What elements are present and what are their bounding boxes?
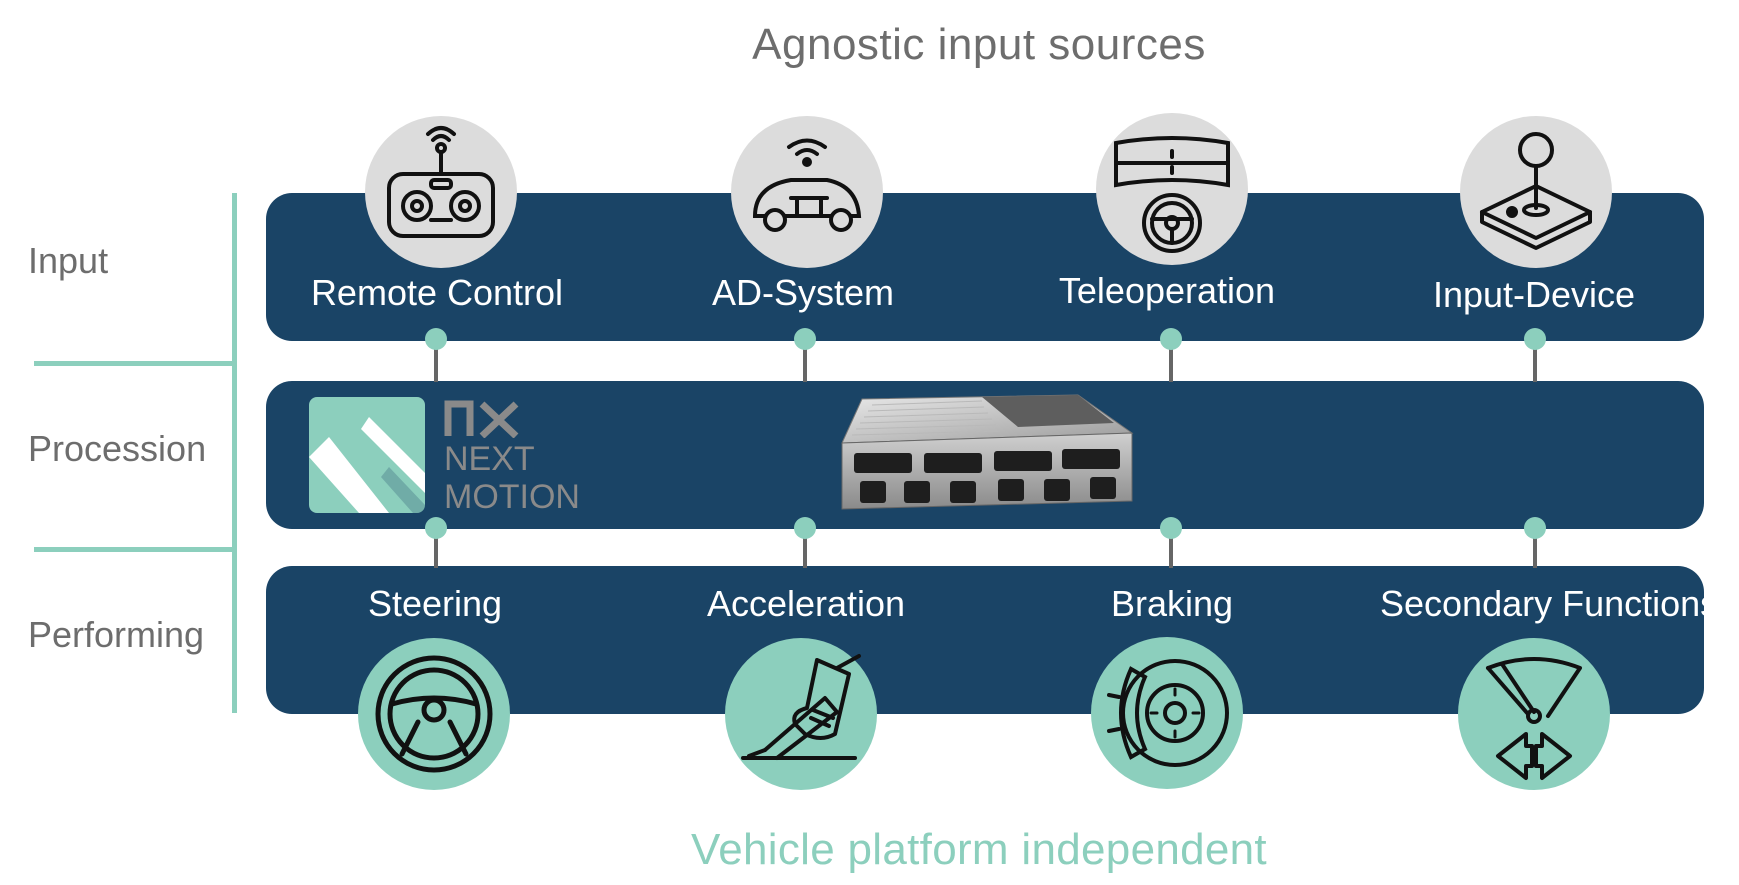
layer-label-input: Input — [28, 240, 109, 281]
layer-label-performing: Performing — [28, 614, 205, 655]
output-label-steering: Steering — [367, 583, 503, 624]
connector-stem — [1169, 528, 1173, 568]
remote-control-icon — [365, 116, 517, 268]
connector-stem — [434, 340, 438, 382]
brand-line: MOTION — [444, 478, 580, 516]
input-label-input-device: Input-Device — [1432, 274, 1636, 315]
connector-dot — [794, 517, 816, 539]
connector-dot — [425, 517, 447, 539]
layer-bracket-line — [232, 193, 237, 713]
connector-stem — [803, 340, 807, 382]
autonomous-car-icon — [731, 116, 883, 268]
connector-dot — [1160, 517, 1182, 539]
connector-stem — [434, 528, 438, 568]
output-label-acceleration: Acceleration — [706, 583, 906, 624]
connector-dot — [1524, 517, 1546, 539]
diagram-title: Agnostic input sources — [752, 20, 1206, 69]
connector-stem — [1533, 528, 1537, 568]
input-label-remote-control: Remote Control — [310, 272, 564, 313]
wiper-indicator-icon — [1458, 638, 1610, 790]
connector-dot — [794, 328, 816, 350]
brake-disc-icon — [1091, 637, 1243, 789]
layer-divider-1 — [34, 361, 235, 366]
nx-logo-mark — [309, 397, 425, 513]
connector-stem — [1533, 340, 1537, 382]
nx-wordmark-icon — [444, 398, 524, 443]
steering-wheel-icon — [358, 638, 510, 790]
input-label-teleoperation: Teleoperation — [1058, 270, 1276, 311]
diagram-footer: Vehicle platform independent — [691, 825, 1267, 874]
connector-stem — [1169, 340, 1173, 382]
output-label-braking: Braking — [1110, 583, 1234, 624]
connector-dot — [425, 328, 447, 350]
brand-name: NEXT MOTION — [444, 440, 580, 516]
layer-label-procession: Procession — [28, 428, 207, 469]
layer-divider-2 — [34, 547, 235, 552]
input-label-ad-system: AD-System — [711, 272, 895, 313]
pedal-icon — [725, 638, 877, 790]
control-unit-image — [832, 393, 1136, 522]
connector-dot — [1160, 328, 1182, 350]
connector-stem — [803, 528, 807, 568]
joystick-icon — [1460, 116, 1612, 268]
teleoperation-icon — [1096, 113, 1248, 265]
brand-line: NEXT — [444, 440, 535, 478]
output-label-secondary-functions: Secondary Functions — [1380, 583, 1719, 624]
connector-dot — [1524, 328, 1546, 350]
